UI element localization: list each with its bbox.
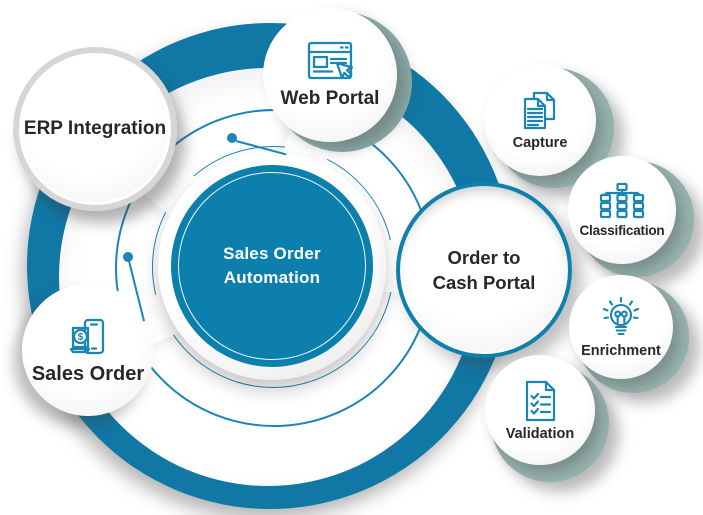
documents-icon (523, 91, 556, 129)
step-validation: Validation (485, 355, 595, 465)
phone-dollar-icon: $ (69, 318, 105, 354)
node-web-portal: Web Portal (263, 8, 397, 142)
dollar-glyph: $ (78, 332, 84, 343)
web-portal-label: Web Portal (280, 88, 380, 109)
enrichment-label: Enrichment (581, 342, 661, 359)
capture-label: Capture (512, 134, 568, 151)
sales-order-label: Sales Order (31, 362, 145, 385)
connector-dot-left (123, 252, 133, 262)
center-node: Sales Order Automation (171, 165, 373, 367)
step-classification: Classification (568, 156, 676, 264)
hierarchy-icon (599, 182, 645, 219)
center-label-line2: Automation (223, 268, 321, 287)
classification-label: Classification (579, 223, 665, 238)
connector-dot-top (227, 133, 237, 143)
node-sales-order: $ Sales Order (22, 284, 154, 416)
validation-label: Validation (505, 425, 575, 442)
center-label-line1: Sales Order (223, 244, 321, 263)
order-to-cash-line2: Cash Portal (432, 272, 536, 293)
step-enrichment: Enrichment (569, 275, 673, 379)
lightbulb-icon (602, 296, 640, 335)
node-erp-integration: ERP Integration (13, 47, 177, 211)
order-to-cash-line1: Order to (447, 247, 521, 268)
erp-integration-label: ERP Integration (23, 118, 167, 139)
browser-cursor-icon (307, 41, 354, 80)
checklist-document-icon (525, 380, 556, 421)
node-order-to-cash-portal: Order to Cash Portal (396, 182, 572, 358)
center-label: Sales Order Automation (223, 242, 321, 290)
step-capture: Capture (484, 64, 596, 176)
order-to-cash-label: Order to Cash Portal (433, 245, 536, 295)
